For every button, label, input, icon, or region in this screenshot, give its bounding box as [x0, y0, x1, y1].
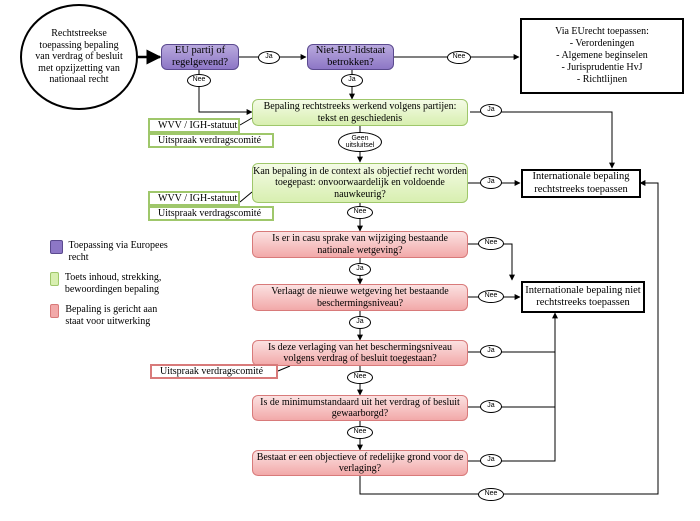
legend-item: Bepaling is gericht aan staat voor uitwe… [50, 304, 175, 328]
label-nee-q5: Nee [347, 371, 373, 384]
label-nee-q4: Nee [478, 290, 504, 303]
q7-label: Bestaat er een objectieve of redelijke g… [256, 451, 464, 475]
label-ja-q7: Ja [480, 454, 502, 467]
q5-node: Is deze verlaging van het beschermingsni… [252, 340, 468, 366]
legend-swatch [50, 240, 63, 254]
legend-item: Toepassing via Europees recht [50, 240, 175, 264]
label-nee-eu: Nee [187, 74, 211, 87]
eu-law-item: - Richtlijnen [576, 74, 628, 85]
eu-law-title: Via EUrecht toepassen: [555, 26, 649, 37]
legend-item: Toets inhoud, strekking, bewoordingen be… [50, 272, 175, 296]
label-ja-eu: Ja [258, 51, 280, 64]
q1-node: Bepaling rechtstreeks werkend volgens pa… [252, 99, 468, 126]
side-wvv-2: WVV / IGH-statuut [148, 191, 240, 206]
legend-swatch [50, 304, 60, 318]
q6-node: Is de minimumstandaard uit het verdrag o… [252, 395, 468, 421]
non-eu-question-label: Niet-EU-lidstaat betrokken? [315, 44, 386, 68]
q7-node: Bestaat er een objectieve of redelijke g… [252, 450, 468, 476]
legend-label: Toets inhoud, strekking, bewoordingen be… [64, 272, 162, 295]
q3-label: Is er in casu sprake van wijziging besta… [272, 233, 448, 256]
start-node: Rechtstreekse toepassing bepaling van ve… [20, 4, 138, 110]
label-nee-q2: Nee [347, 206, 373, 219]
label-ja-q4: Ja [349, 316, 371, 329]
label-ja-q2: Ja [480, 176, 502, 189]
eu-law-item: - Verordeningen [569, 38, 635, 49]
label-nee-q6: Nee [347, 426, 373, 439]
side-comite-2: Uitspraak verdragscomité [148, 206, 274, 221]
label-ja-q3: Ja [349, 263, 371, 276]
q6-label: Is de minimumstandaard uit het verdrag o… [260, 396, 460, 420]
non-eu-question-node: Niet-EU-lidstaat betrokken? [307, 44, 394, 70]
eu-law-box: Via EUrecht toepassen: - Verordeningen -… [520, 18, 684, 94]
legend-label: Bepaling is gericht aan staat voor uitwe… [65, 304, 158, 327]
legend: Toepassing via Europees recht Toets inho… [50, 240, 175, 328]
legend-swatch [50, 272, 59, 286]
q1-label: Bepaling rechtstreeks werkend volgens pa… [263, 101, 457, 124]
legend-label: Toepassing via Europees recht [68, 240, 168, 263]
eu-law-item: - Algemene beginselen [556, 50, 648, 61]
label-ja-q5: Ja [480, 345, 502, 358]
label-geen-uitsluitsel: Geen uitsluitsel [338, 132, 382, 152]
side-comite-3: Uitspraak verdragscomité [150, 364, 278, 379]
start-text: Rechtstreekse toepassing bepaling van ve… [35, 28, 123, 86]
result-direct: Internationale bepaling rechtstreeks toe… [521, 169, 641, 198]
q3-node: Is er in casu sprake van wijziging besta… [252, 231, 468, 258]
label-ja-noneu: Ja [341, 74, 363, 87]
q5-label: Is deze verlaging van het beschermingsni… [267, 341, 453, 365]
label-nee-q7: Nee [478, 488, 504, 501]
result-indirect: Internationale bepaling niet rechtstreek… [521, 281, 645, 313]
eu-question-label: EU partij of regelgevend? [172, 44, 228, 68]
side-wvv-1: WVV / IGH-statuut [148, 118, 240, 133]
eu-law-item: - Jurisprudentie HvJ [561, 62, 643, 73]
eu-question-node: EU partij of regelgevend? [161, 44, 239, 70]
q4-node: Verlaagt de nieuwe wetgeving het bestaan… [252, 284, 468, 311]
side-comite-1: Uitspraak verdragscomité [148, 133, 274, 148]
q2-label: Kan bepaling in de context als objectief… [253, 165, 467, 200]
label-ja-q6: Ja [480, 400, 502, 413]
q4-label: Verlaagt de nieuwe wetgeving het bestaan… [271, 286, 449, 309]
q2-node: Kan bepaling in de context als objectief… [252, 163, 468, 203]
label-ja-q1: Ja [480, 104, 502, 117]
label-nee-q3: Nee [478, 237, 504, 250]
label-nee-noneu: Nee [447, 51, 471, 64]
